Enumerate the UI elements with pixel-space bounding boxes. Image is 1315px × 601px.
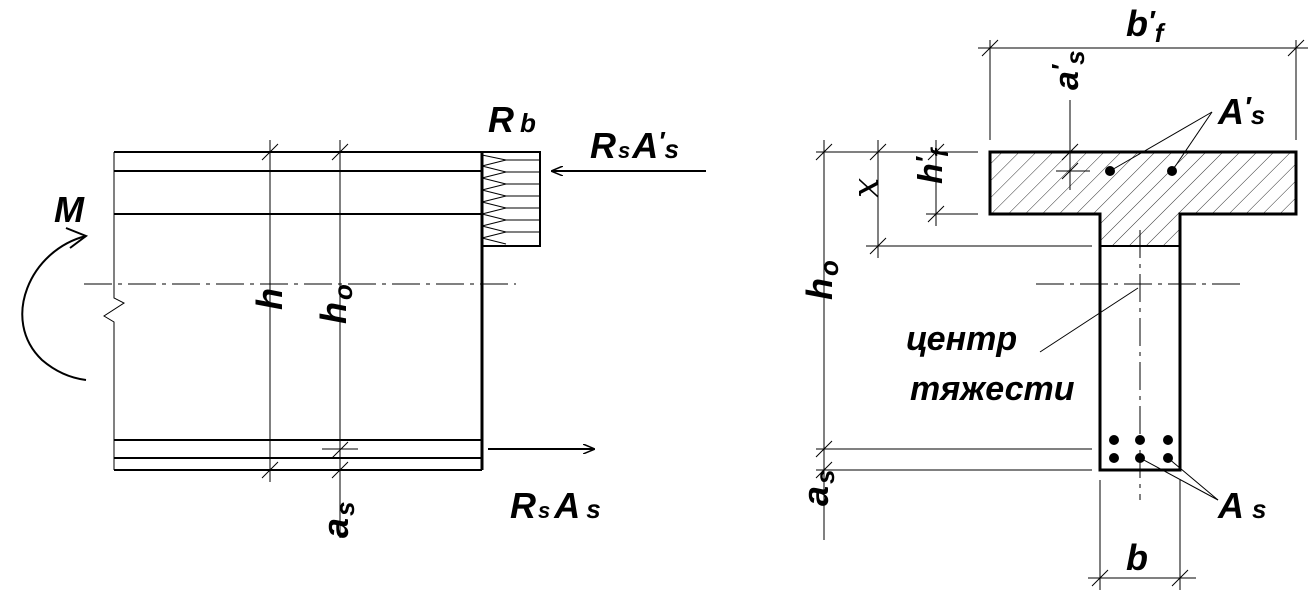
rs-as-prime-label: RsA′s [590,125,679,166]
bottom-bar [1163,435,1173,445]
h0-label: ho [313,284,358,324]
centroid-label-line2: тяжести [910,370,1075,408]
centroid-leader [1039,287,1139,353]
bottom-bar [1109,453,1119,463]
dim-h-tick-bottom [261,461,279,479]
dim-h0-tick-mid [331,441,349,459]
stress-block-zigzag [481,154,507,245]
hf-label: h′f [910,147,954,184]
moment-arrowhead [65,227,89,249]
as-label: as [315,502,360,539]
dim-hf-tick [927,143,945,161]
as-leader [1167,457,1219,501]
as-leader [1139,457,1219,501]
compression-zone-hatch [990,152,1296,246]
bottom-bar [1109,435,1119,445]
dim-hf-tick [927,205,945,223]
as-prime-label: a′s [1046,50,1090,90]
bottom-bar [1135,435,1145,445]
dim-h0-tick [815,143,833,161]
dim-b-tick [1171,569,1189,587]
dim-h0-tick-top [331,143,349,161]
moment-label: M [54,189,85,230]
h0-label-right: ho [799,260,844,300]
dim-x-tick [869,143,887,161]
dim-h0-tick-bottom [331,461,349,479]
h-label: h [249,288,290,310]
t-section-outline [988,150,1298,472]
x-label: x [846,178,887,198]
as-prime-leader [1171,111,1213,172]
moment-arc [21,235,87,381]
stress-block-outline [482,151,541,247]
dim-h-tick-top [261,143,279,161]
as-label-right: as [795,470,840,507]
centroid-label-line1: центр [906,320,1017,358]
dim-b-tick [1091,569,1109,587]
dim-as-prime-tick [1061,143,1079,161]
As-prime-label: A′s [1217,91,1265,132]
dim-bf-tick [981,39,999,57]
as-prime-leader [1109,111,1213,172]
dim-bf-tick [1287,39,1305,57]
dim-h0-tick [815,440,833,458]
b-label: b [1126,537,1148,578]
break-line [103,152,126,470]
dim-x-tick [869,237,887,255]
bf-label: b′f [1126,3,1166,48]
dim-h0-tick [815,461,833,479]
